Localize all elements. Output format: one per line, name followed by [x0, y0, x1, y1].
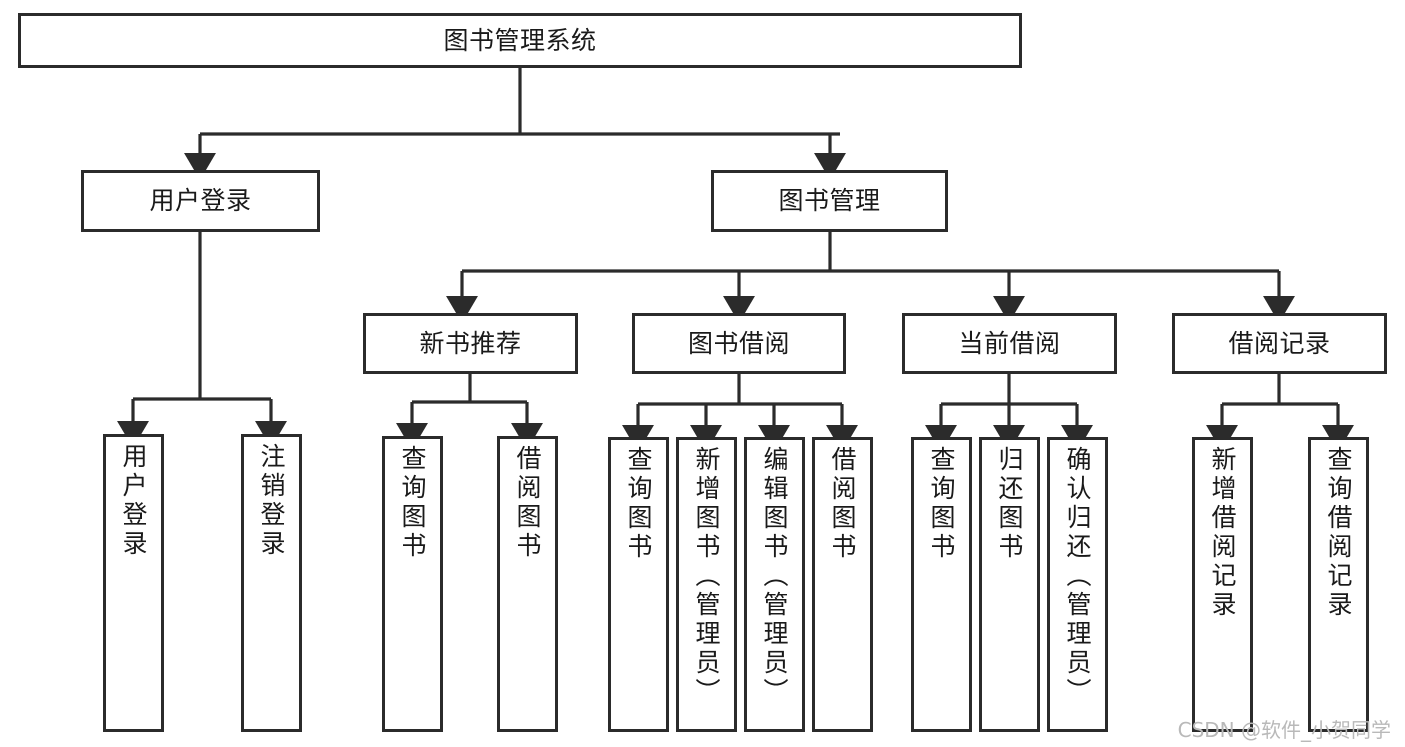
leaf-borrow-add-book-admin-label: 新增图书（管理员） — [692, 446, 721, 707]
node-borrow-records[interactable]: 借阅记录 — [1172, 313, 1387, 374]
leaf-records-query-record-label: 查询借阅记录 — [1324, 446, 1353, 620]
node-root-label: 图书管理系统 — [443, 25, 597, 55]
node-book-borrow-label: 图书借阅 — [687, 328, 790, 358]
leaf-newbook-borrow-book[interactable]: 借阅图书 — [497, 436, 558, 732]
leaf-records-add-record-label: 新增借阅记录 — [1208, 446, 1237, 620]
node-book-management-label: 图书管理 — [778, 186, 881, 216]
leaf-current-query-book-label: 查询图书 — [927, 446, 956, 562]
node-user-login[interactable]: 用户登录 — [81, 170, 320, 232]
leaf-current-query-book[interactable]: 查询图书 — [911, 437, 972, 732]
leaf-borrow-borrow-book-label: 借阅图书 — [828, 446, 857, 562]
leaf-current-return-book[interactable]: 归还图书 — [979, 437, 1040, 732]
leaf-records-add-record[interactable]: 新增借阅记录 — [1192, 437, 1253, 732]
leaf-borrow-edit-book-admin-label: 编辑图书（管理员） — [760, 446, 789, 707]
node-new-book-recommend-label: 新书推荐 — [419, 328, 522, 358]
leaf-current-return-book-label: 归还图书 — [995, 446, 1024, 562]
leaf-borrow-query-book[interactable]: 查询图书 — [608, 437, 669, 732]
leaf-borrow-borrow-book[interactable]: 借阅图书 — [812, 437, 873, 732]
leaf-logout[interactable]: 注销登录 — [241, 434, 302, 732]
node-borrow-records-label: 借阅记录 — [1228, 328, 1331, 358]
leaf-borrow-edit-book-admin[interactable]: 编辑图书（管理员） — [744, 437, 805, 732]
node-root[interactable]: 图书管理系统 — [18, 13, 1022, 68]
leaf-borrow-query-book-label: 查询图书 — [624, 446, 653, 562]
leaf-newbook-query-book[interactable]: 查询图书 — [382, 436, 443, 732]
leaf-current-confirm-return-admin[interactable]: 确认归还（管理员） — [1047, 437, 1108, 732]
leaf-newbook-query-book-label: 查询图书 — [398, 445, 427, 561]
leaf-user-login[interactable]: 用户登录 — [103, 434, 164, 732]
node-user-login-label: 用户登录 — [149, 186, 252, 216]
leaf-current-confirm-return-admin-label: 确认归还（管理员） — [1063, 446, 1092, 707]
leaf-records-query-record[interactable]: 查询借阅记录 — [1308, 437, 1369, 732]
leaf-logout-label: 注销登录 — [257, 443, 286, 559]
node-book-management[interactable]: 图书管理 — [711, 170, 948, 232]
node-current-borrow[interactable]: 当前借阅 — [902, 313, 1117, 374]
node-book-borrow[interactable]: 图书借阅 — [632, 313, 846, 374]
node-new-book-recommend[interactable]: 新书推荐 — [363, 313, 578, 374]
leaf-newbook-borrow-book-label: 借阅图书 — [513, 445, 542, 561]
leaf-borrow-add-book-admin[interactable]: 新增图书（管理员） — [676, 437, 737, 732]
node-current-borrow-label: 当前借阅 — [958, 328, 1061, 358]
leaf-user-login-label: 用户登录 — [119, 443, 148, 559]
